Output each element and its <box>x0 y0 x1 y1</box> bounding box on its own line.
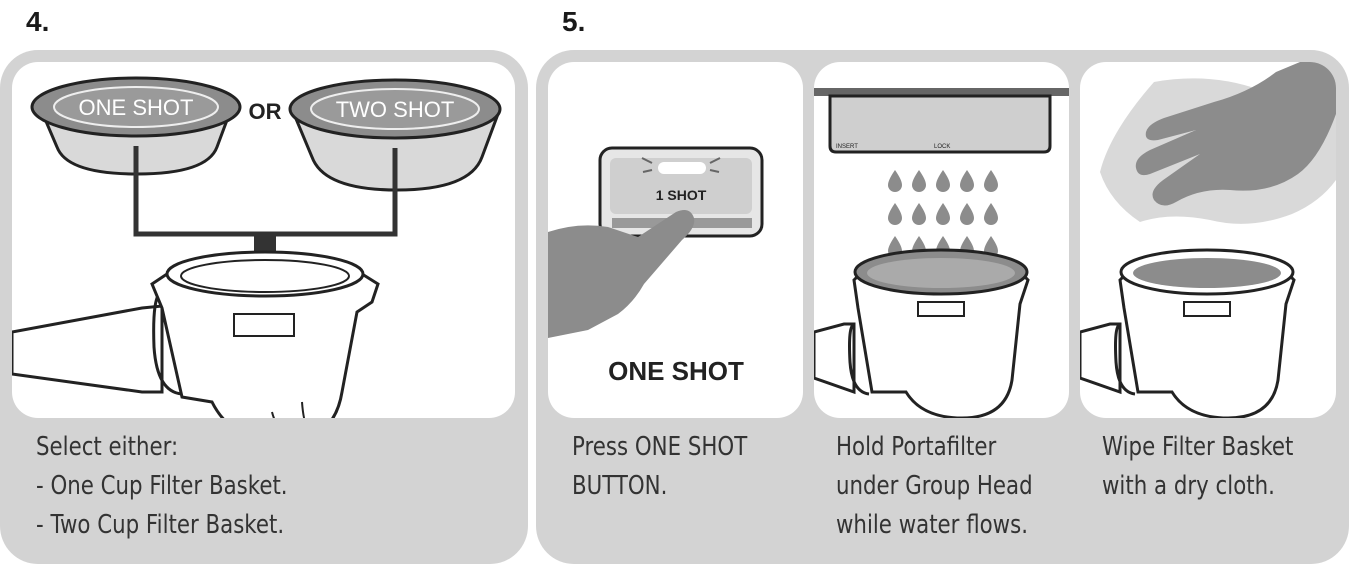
water-drop-icon <box>984 203 998 225</box>
step-4-caption: Select either: - One Cup Filter Basket. … <box>36 428 288 545</box>
step-5-hold-caption: Hold Portafilter under Group Head while … <box>836 428 1033 545</box>
water-drop-icon <box>984 170 998 192</box>
wipe-basket-drawing <box>1080 62 1336 418</box>
step-5-press-caption: Press ONE SHOT BUTTON. <box>572 428 747 506</box>
water-drop-icon <box>888 170 902 192</box>
caption-line: - Two Cup Filter Basket. <box>36 510 285 540</box>
lock-label: LOCK <box>934 144 950 150</box>
water-drop-icon <box>888 203 902 225</box>
pointing-hand-icon <box>548 210 695 338</box>
step-4-panel: ONE SHOT OR TWO SHOT <box>0 50 528 564</box>
one-shot-big-label: ONE SHOT <box>608 356 744 386</box>
caption-line: BUTTON. <box>572 471 668 501</box>
or-label: OR <box>249 99 282 124</box>
caption-line: Hold Portafilter <box>836 432 997 462</box>
step-5-number: 5. <box>562 6 586 37</box>
group-head-icon: INSERT LOCK <box>814 88 1069 154</box>
caption-line: Press ONE SHOT <box>572 432 748 462</box>
insert-label: INSERT <box>836 144 858 150</box>
portafilter-icon <box>1080 248 1296 418</box>
step-4-number: 4. <box>26 6 50 37</box>
water-drop-icon <box>960 170 974 192</box>
portafilter-icon <box>12 250 380 418</box>
water-drop-icon <box>912 203 926 225</box>
water-drop-icon <box>912 170 926 192</box>
water-drop-icon <box>936 170 950 192</box>
step-5-panel: 1 SHOT ONE SHOT INSERT LOCK <box>536 50 1349 564</box>
one-shot-basket-icon: ONE SHOT <box>30 76 242 176</box>
caption-line: Wipe Filter Basket <box>1102 432 1294 462</box>
caption-line: Select either: <box>36 432 179 462</box>
wiping-hand-icon <box>1135 62 1336 206</box>
press-button-illustration: 1 SHOT ONE SHOT <box>548 62 803 418</box>
basket-selection-drawing: ONE SHOT OR TWO SHOT <box>12 76 502 418</box>
hold-portafilter-illustration: INSERT LOCK <box>814 62 1069 418</box>
two-shot-basket-label: TWO SHOT <box>336 97 455 122</box>
step-5-wipe-caption: Wipe Filter Basket with a dry cloth. <box>1102 428 1293 506</box>
caption-line: - One Cup Filter Basket. <box>36 471 288 501</box>
water-drop-icon <box>936 203 950 225</box>
wipe-basket-illustration <box>1080 62 1336 418</box>
press-button-drawing: 1 SHOT ONE SHOT <box>548 146 764 386</box>
portafilter-icon <box>814 248 1030 418</box>
hold-portafilter-drawing: INSERT LOCK <box>814 88 1069 418</box>
one-shot-basket-label: ONE SHOT <box>79 95 194 120</box>
caption-line: with a dry cloth. <box>1102 471 1275 501</box>
select-basket-illustration: ONE SHOT OR TWO SHOT <box>12 62 515 418</box>
one-shot-button-label: 1 SHOT <box>656 187 707 203</box>
caption-line: while water flows. <box>836 510 1029 540</box>
water-drop-icon <box>960 203 974 225</box>
caption-line: under Group Head <box>836 471 1033 501</box>
